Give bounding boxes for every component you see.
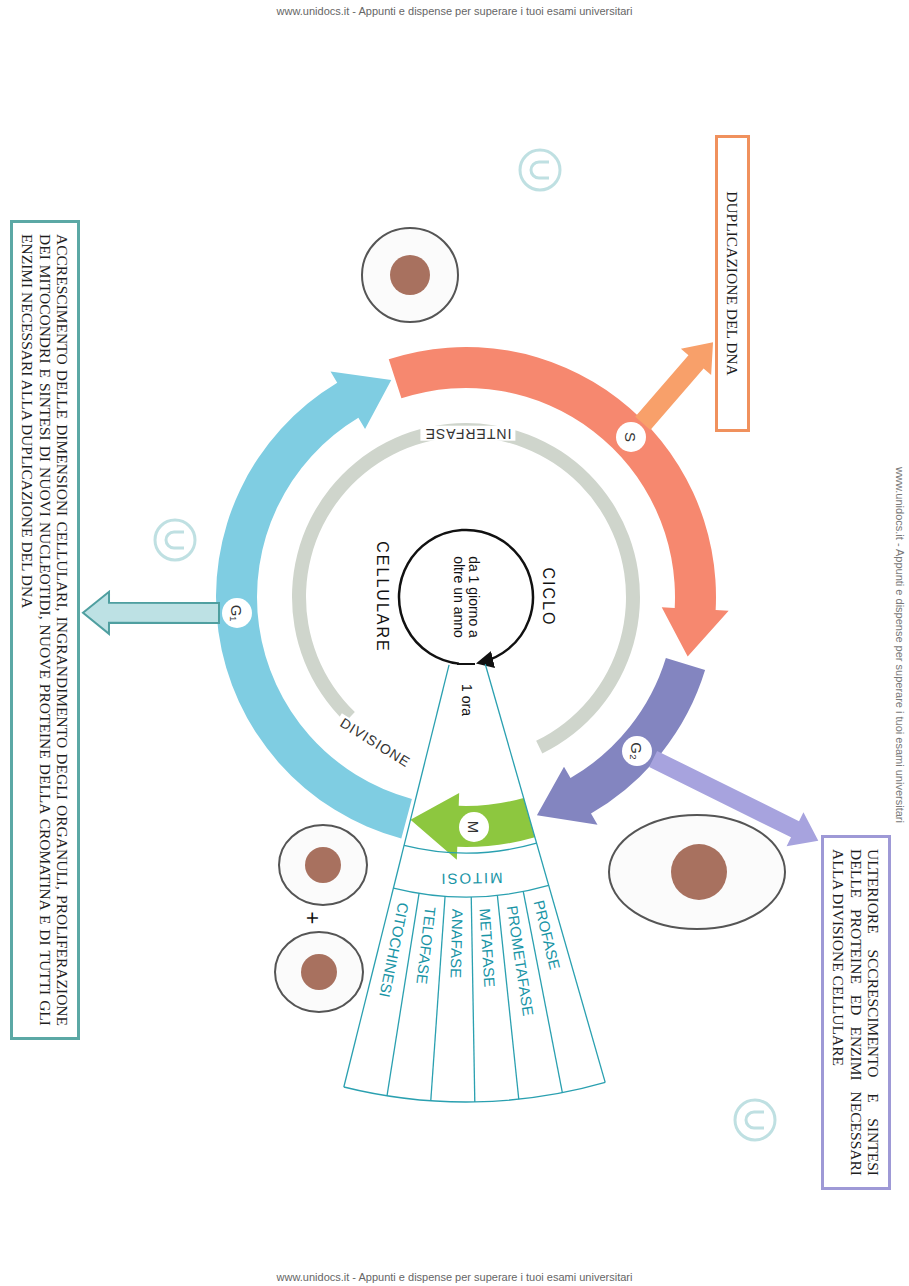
phase-group-label: DIVISIONE [334, 713, 417, 773]
phase-name: CITOCHINESI [377, 901, 411, 998]
logo [520, 150, 560, 190]
phase-name: PROMETAFASE [505, 904, 536, 1016]
phase-ring [292, 423, 640, 753]
phase-arrow [216, 372, 412, 839]
block-arrow [635, 342, 713, 430]
block-arrow [649, 751, 818, 846]
watermark-logos [155, 150, 775, 1140]
phase-name: TELOFASE [414, 906, 438, 985]
duration-note: da 1 giorno a oltre un anno [451, 553, 482, 641]
cell-drawings [275, 228, 785, 1012]
cell [609, 815, 785, 929]
phase-badge: G₂ [622, 736, 652, 766]
fan-arc [393, 885, 548, 897]
watermark: www.unidocs.it - Appunti e dispense per … [0, 1271, 909, 1283]
watermark: www.unidocs.it - Appunti e dispense per … [894, 467, 906, 823]
phase-badge: M [459, 812, 489, 842]
logo [155, 520, 195, 560]
time-tick [457, 663, 475, 665]
nucleus [301, 954, 337, 990]
phase-badge: S [616, 422, 646, 452]
process-box: ULTERIORE SCCRESCIMENTO E SINTESI DELLE … [821, 835, 891, 1190]
node-text: S [624, 432, 639, 442]
fan-edge [485, 664, 605, 1082]
phase-arrow [537, 658, 705, 825]
daughter-cell [275, 932, 363, 1012]
phase-badge: G₁ [222, 598, 252, 628]
process-box: DUPLICAZIONE DEL DNA [715, 135, 750, 432]
cell [362, 228, 458, 322]
daughter-cell [279, 825, 367, 905]
duration-note: 1 ora [458, 684, 473, 716]
phase-name: ANAFASE [449, 909, 466, 979]
logo [531, 162, 549, 178]
logo [746, 1112, 764, 1128]
fan-arc [404, 843, 536, 853]
mitosis-fan [344, 664, 605, 1102]
mitosis-label: MITOSI [439, 869, 503, 887]
process-box: ACCRESCIMENTO DELLE DIMENSIONI CELLULARI… [10, 220, 80, 1040]
phase-name: METAFASE [478, 908, 498, 988]
block-arrow [83, 592, 219, 634]
nucleus [671, 844, 727, 900]
nucleus [305, 847, 341, 883]
node-text: ACCRESCIMENTO DELLE DIMENSIONI CELLULARI… [19, 234, 71, 1026]
nucleus [390, 255, 430, 295]
watermark: www.unidocs.it - Appunti e dispense per … [0, 5, 909, 17]
plus-sign: + [300, 912, 324, 925]
phase-group-label: INTERFASE [421, 425, 516, 440]
logo [735, 1100, 775, 1140]
logo [166, 532, 184, 548]
node-text: M [467, 821, 482, 834]
cycle-title: CELLULARE [373, 541, 391, 652]
node-text: G₁ [230, 605, 245, 622]
node-text: ULTERIORE SCCRESCIMENTO E SINTESI DELLE … [830, 849, 882, 1176]
cycle-title: CICLO [539, 568, 557, 627]
phase-divider [471, 897, 475, 1102]
cycle-loop [399, 530, 533, 664]
node-text: DUPLICAZIONE DEL DNA [724, 149, 741, 418]
node-text: G₂ [630, 742, 645, 760]
